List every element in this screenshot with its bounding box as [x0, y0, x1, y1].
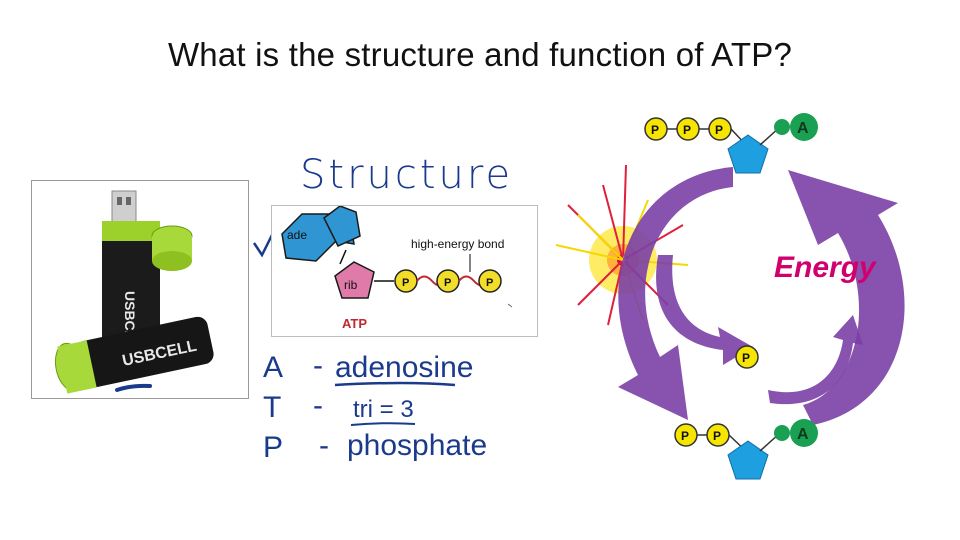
synthesis-arrow [788, 170, 905, 425]
slide-title: What is the structure and function of AT… [167, 36, 793, 73]
note-letter-a: A [263, 351, 283, 384]
top-phosphate-3: P [715, 123, 723, 137]
adenine-label: ade [287, 228, 307, 242]
phosphate-uptake-arrow [768, 315, 863, 405]
phosphate-label-3: P [486, 277, 493, 289]
bottom-adenine-letter: A [797, 426, 809, 443]
top-phosphate-1: P [651, 123, 659, 137]
note-letter-t: T [263, 391, 281, 424]
structure-heading: Structure [300, 152, 514, 198]
note-sep-a: - [313, 349, 323, 382]
top-adenine-letter: A [797, 120, 809, 137]
note-letter-p: P [263, 431, 283, 464]
note-sep-p: - [319, 429, 329, 462]
note-word-phosphate: phosphate [347, 429, 487, 462]
high-energy-bond-label: high-energy bond [411, 237, 504, 251]
atp-structure-diagram: ade rib P P P high-energy bond ATP [271, 205, 538, 337]
check-mark-adenine-icon [252, 230, 276, 258]
note-word-tri: tri = 3 [353, 396, 414, 423]
atp-cycle-diagram: P P P A P P A P Energy [555, 113, 905, 480]
adp-molecule-bottom: P P A [674, 419, 818, 480]
acronym-notes: A - adenosine T - tri = 3 P - phosphate [263, 349, 487, 464]
hydrolysis-arrow [618, 167, 733, 420]
energy-label: Energy [774, 251, 877, 284]
atp-label: ATP [342, 316, 367, 331]
usb-battery-photo: USBCELL USBCELL [31, 180, 249, 399]
ribose-label: rib [344, 278, 358, 292]
note-word-adenosine: adenosine [335, 351, 473, 384]
free-phosphate: P [742, 351, 750, 365]
phosphate-label-1: P [402, 277, 409, 289]
bottom-phosphate-1: P [681, 429, 689, 443]
bottom-phosphate-2: P [713, 429, 721, 443]
atp-molecule-top: P P P A [644, 113, 818, 174]
phosphate-label-2: P [444, 277, 451, 289]
phosphate-release-arrow [656, 255, 753, 365]
note-sep-t: - [313, 389, 323, 422]
top-phosphate-2: P [683, 123, 691, 137]
battery-lying: USBCELL [54, 316, 214, 394]
